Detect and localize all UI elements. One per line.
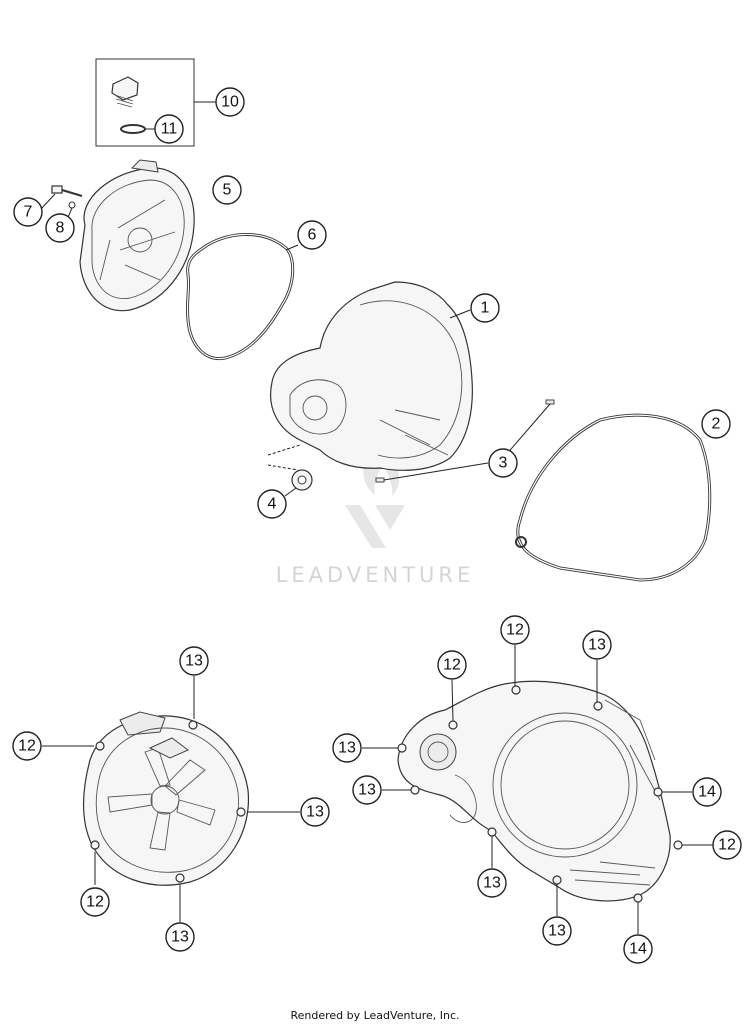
oil-plug-inset bbox=[95, 58, 216, 147]
callout-13-left-c: 13 bbox=[165, 922, 195, 952]
shaft-seal-part4 bbox=[267, 444, 313, 497]
svg-text:6: 6 bbox=[308, 227, 317, 244]
svg-text:2: 2 bbox=[712, 416, 721, 433]
svg-text:13: 13 bbox=[171, 929, 189, 946]
callout-13-right-e: 13 bbox=[542, 916, 572, 946]
svg-text:13: 13 bbox=[306, 804, 324, 821]
callout-10: 10 bbox=[215, 87, 245, 117]
side-case-inner-view bbox=[397, 680, 683, 903]
svg-text:4: 4 bbox=[268, 496, 277, 513]
callout-12-right-c: 12 bbox=[712, 830, 742, 860]
callout-11: 11 bbox=[154, 114, 184, 144]
callout-12-left-a: 12 bbox=[12, 731, 42, 761]
callout-12-right-b: 12 bbox=[437, 650, 467, 680]
callout-5: 5 bbox=[212, 175, 242, 205]
svg-text:13: 13 bbox=[338, 740, 356, 757]
svg-text:5: 5 bbox=[223, 182, 232, 199]
callout-13-right-c: 13 bbox=[352, 775, 382, 805]
callout-13-right-b: 13 bbox=[332, 733, 362, 763]
case-gasket-part2 bbox=[515, 413, 712, 582]
callout-12-left-b: 12 bbox=[80, 887, 110, 917]
callout-3: 3 bbox=[488, 448, 518, 478]
callout-2: 2 bbox=[701, 409, 731, 439]
clutch-cover-gasket-part6 bbox=[185, 233, 299, 361]
left-leaders bbox=[42, 676, 300, 922]
callout-13-left-b: 13 bbox=[300, 797, 330, 827]
svg-text:10: 10 bbox=[221, 94, 239, 111]
svg-text:3: 3 bbox=[499, 455, 508, 472]
svg-text:1: 1 bbox=[481, 300, 490, 317]
callout-4: 4 bbox=[257, 489, 287, 519]
clutch-cover-front-view bbox=[82, 711, 250, 886]
svg-text:13: 13 bbox=[185, 653, 203, 670]
svg-text:12: 12 bbox=[86, 894, 104, 911]
svg-text:14: 14 bbox=[698, 784, 716, 801]
engine-side-case-part1 bbox=[270, 281, 473, 471]
svg-text:13: 13 bbox=[358, 782, 376, 799]
callout-7: 7 bbox=[13, 197, 43, 227]
svg-text:13: 13 bbox=[483, 875, 501, 892]
svg-text:11: 11 bbox=[161, 121, 178, 138]
watermark-text: LEADVENTURE bbox=[276, 563, 475, 587]
svg-text:12: 12 bbox=[718, 837, 736, 854]
callout-1: 1 bbox=[470, 293, 500, 323]
bolt-part7 bbox=[39, 185, 83, 211]
right-leaders bbox=[362, 645, 713, 934]
callout-8: 8 bbox=[45, 213, 75, 243]
callout-13-right-a: 13 bbox=[582, 630, 612, 660]
callout-6: 6 bbox=[297, 220, 327, 250]
clutch-cover-part5 bbox=[79, 159, 195, 312]
callouts: 1 2 3 4 5 6 7 8 10 11 12 12 13 13 13 12 … bbox=[12, 87, 742, 964]
oil-filler-plug bbox=[111, 76, 139, 108]
footer-credit: Rendered by LeadVenture, Inc. bbox=[290, 1009, 460, 1022]
dowel-pins-part3 bbox=[375, 399, 555, 483]
svg-text:12: 12 bbox=[443, 657, 461, 674]
watermark-v-logo bbox=[345, 505, 405, 548]
svg-text:13: 13 bbox=[548, 923, 566, 940]
callout-13-left-a: 13 bbox=[179, 646, 209, 676]
callout-12-right-a: 12 bbox=[500, 615, 530, 645]
svg-text:8: 8 bbox=[56, 220, 65, 237]
svg-text:13: 13 bbox=[588, 637, 606, 654]
svg-text:12: 12 bbox=[506, 622, 524, 639]
svg-text:14: 14 bbox=[629, 941, 647, 958]
svg-text:7: 7 bbox=[24, 204, 33, 221]
svg-text:12: 12 bbox=[18, 738, 36, 755]
callout-13-right-d: 13 bbox=[477, 868, 507, 898]
callout-14-right-b: 14 bbox=[623, 934, 653, 964]
callout-14-right-a: 14 bbox=[692, 777, 722, 807]
leadventure-watermark: LEADVENTURE bbox=[276, 452, 475, 587]
